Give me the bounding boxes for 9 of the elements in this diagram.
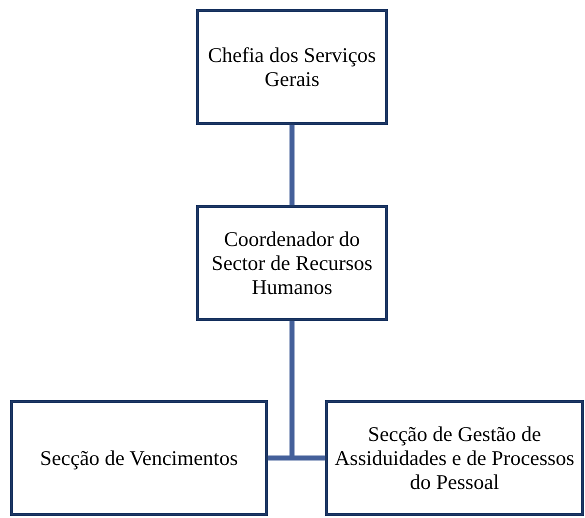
unit-title: Secção de Gestão de Assiduidades e de Processos do Pessoal (334, 422, 576, 494)
org-unit-box (10, 400, 268, 516)
org-unit-box (196, 205, 388, 321)
org-unit-box (325, 400, 584, 516)
org-unit-box (196, 9, 388, 125)
unit-title: Secção de Vencimentos (40, 446, 238, 470)
connector-line (290, 125, 294, 205)
unit-title: Coordenador do Sector de Recursos Humanos (210, 226, 374, 300)
unit-title: Chefia dos Serviços Gerais (207, 42, 377, 92)
